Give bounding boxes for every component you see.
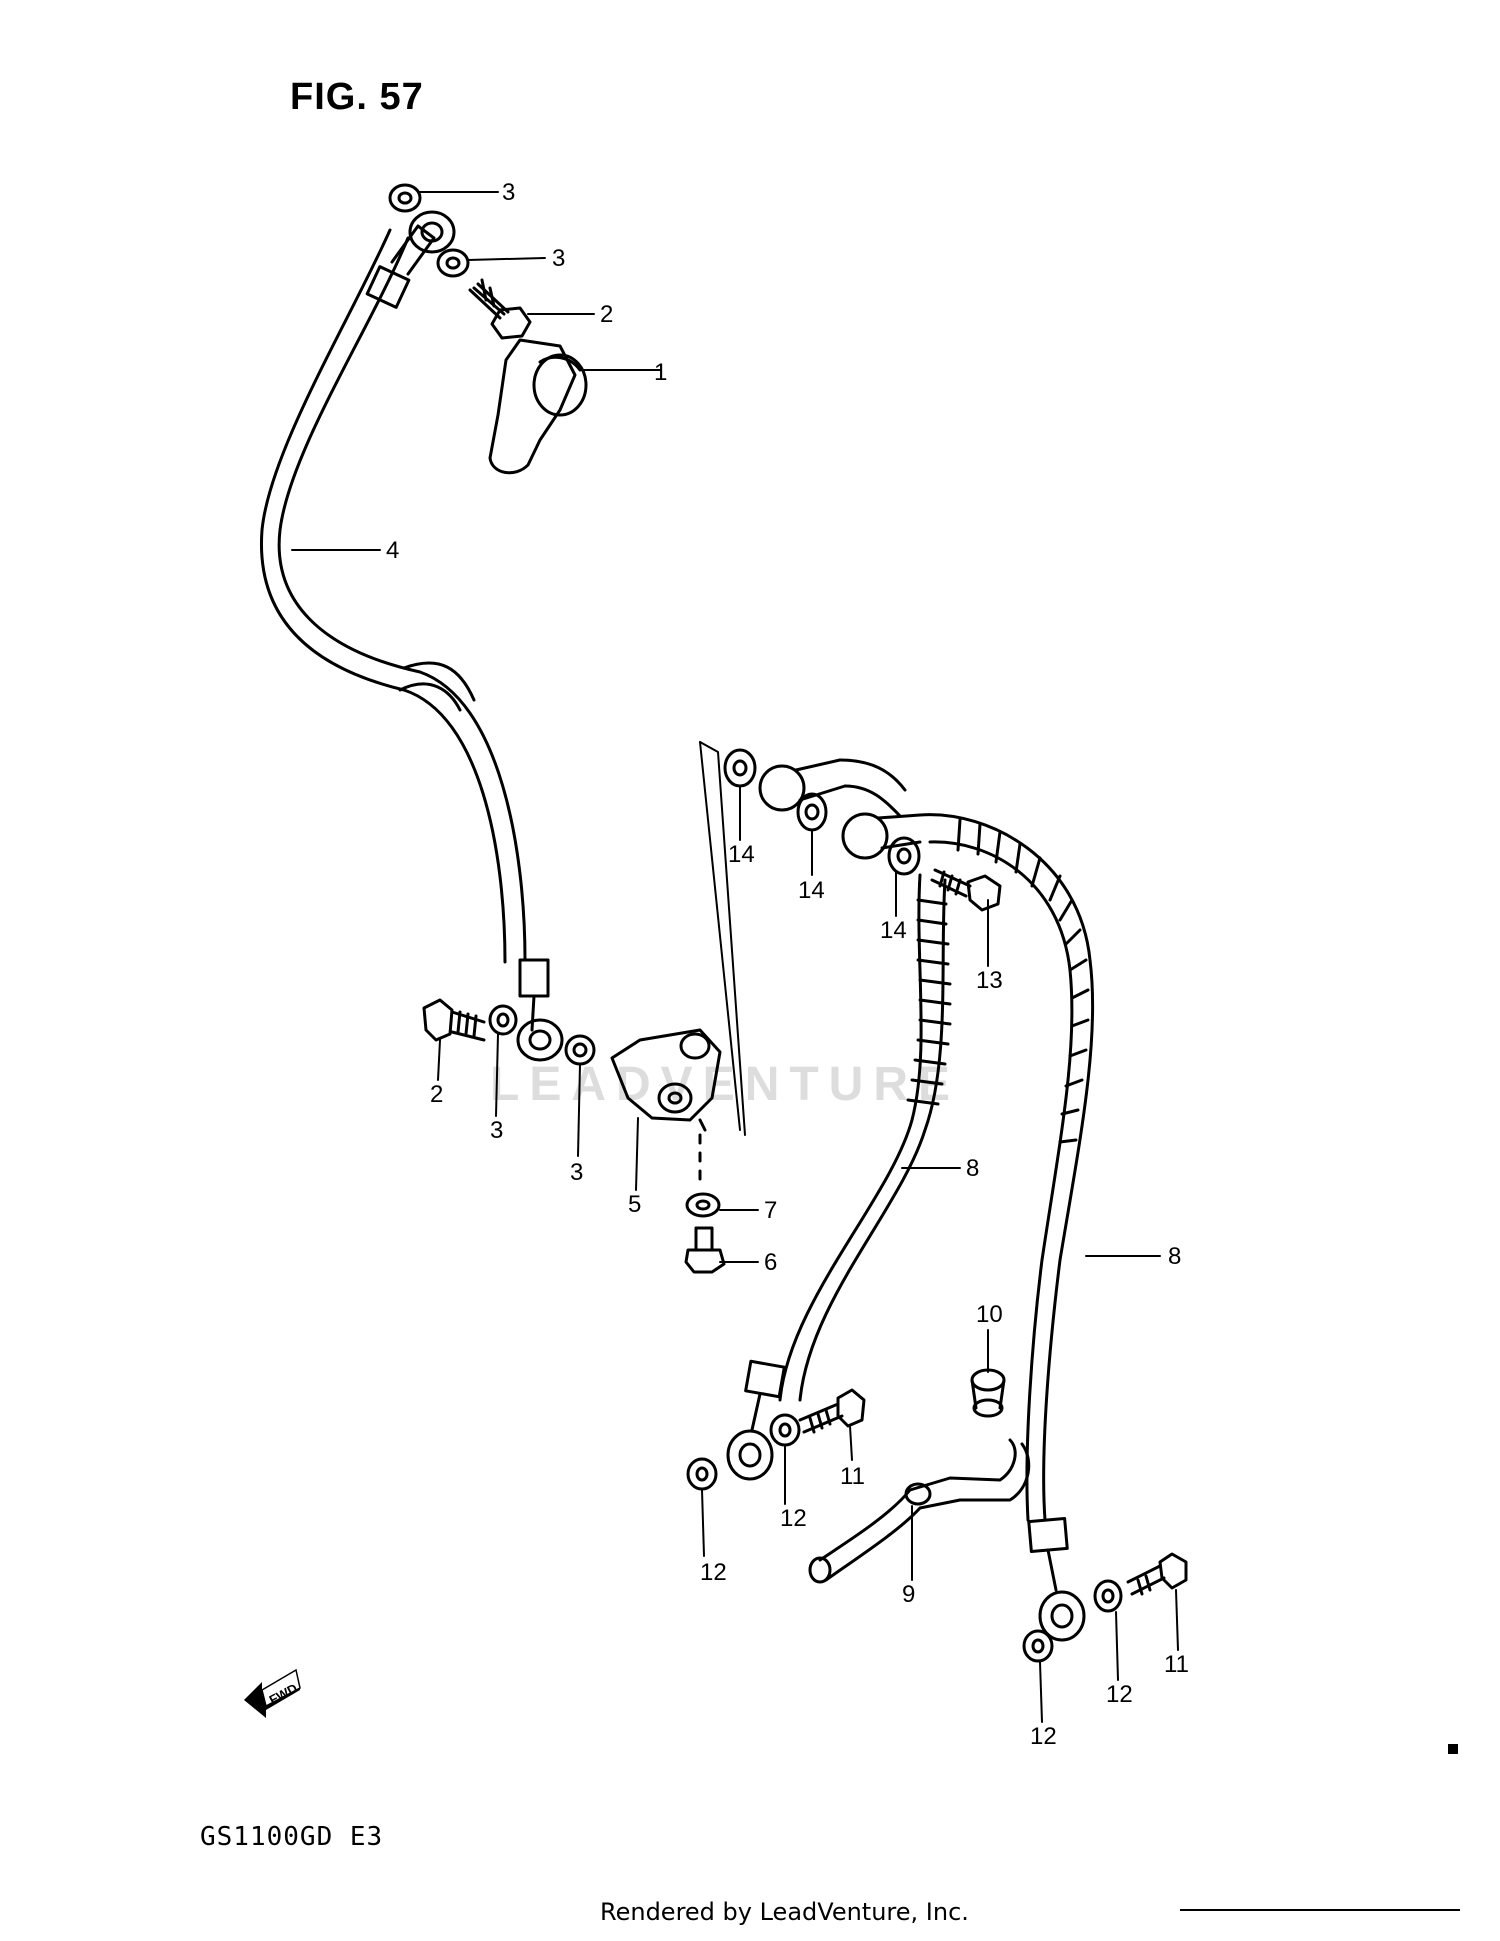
callout-2b: 2 — [430, 1081, 443, 1108]
callout-12b: 12 — [700, 1559, 727, 1586]
banjo-fitting-upper-b — [841, 812, 922, 860]
callout-8a: 8 — [966, 1155, 979, 1182]
callout-3d: 3 — [570, 1159, 583, 1186]
washer-12-b — [686, 1457, 718, 1491]
washer-3-top-a — [388, 183, 422, 213]
washer-12-c — [1093, 1579, 1123, 1613]
callout-12c: 12 — [1106, 1681, 1133, 1708]
union-bolt-11-left — [798, 1388, 866, 1434]
callout-12a: 12 — [780, 1505, 807, 1532]
union-bolt-2-top — [468, 278, 532, 340]
figure-title: FIG. 57 — [290, 76, 424, 118]
callout-13: 13 — [976, 967, 1003, 994]
washer-14-c — [887, 836, 921, 876]
washer-14-a — [723, 748, 757, 788]
union-bolt-13 — [930, 868, 1002, 912]
callout-1: 1 — [654, 359, 667, 386]
callout-14c: 14 — [880, 917, 907, 944]
callout-12d: 12 — [1030, 1723, 1057, 1750]
watermark-text: LEADVENTURE — [490, 1058, 960, 1111]
union-bolt-11-right — [1126, 1552, 1188, 1596]
hose-clamp-9 — [808, 1438, 1031, 1584]
callout-14b: 14 — [798, 877, 825, 904]
callout-7: 7 — [764, 1197, 777, 1224]
union-bolt-2-lower — [422, 998, 486, 1042]
brake-hose-8-right — [918, 813, 1095, 1642]
brake-hose-joint-5 — [610, 1028, 722, 1132]
brake-hose-upper — [259, 210, 564, 1062]
callout-6: 6 — [764, 1249, 777, 1276]
washer-12-d — [1022, 1629, 1054, 1663]
callout-8b: 8 — [1168, 1243, 1181, 1270]
callout-2a: 2 — [600, 301, 613, 328]
washer-12-a — [769, 1413, 801, 1447]
callout-10: 10 — [976, 1301, 1003, 1328]
footer-credit: Rendered by LeadVenture, Inc. — [600, 1898, 969, 1926]
callout-14a: 14 — [728, 841, 755, 868]
brake-hose-8-left — [726, 873, 952, 1481]
master-cylinder-1 — [488, 338, 588, 475]
banjo-fitting-upper-a — [758, 758, 907, 818]
washer-3-lower-a — [488, 1004, 518, 1036]
grommet-10 — [970, 1368, 1006, 1418]
model-code: GS1100GD E3 — [200, 1822, 384, 1852]
callout-11a: 11 — [840, 1463, 865, 1490]
washer-3-top-b — [436, 248, 470, 278]
bolt-6 — [684, 1226, 726, 1274]
lock-washer-7 — [685, 1192, 721, 1218]
callout-3c: 3 — [490, 1117, 503, 1144]
callout-5: 5 — [628, 1191, 641, 1218]
callout-3a: 3 — [502, 179, 515, 206]
callout-4: 4 — [386, 537, 399, 564]
fwd-arrow-icon: FWD — [244, 1668, 301, 1718]
callout-11b: 11 — [1164, 1651, 1189, 1678]
callout-9: 9 — [902, 1581, 915, 1608]
callout-3b: 3 — [552, 245, 565, 272]
